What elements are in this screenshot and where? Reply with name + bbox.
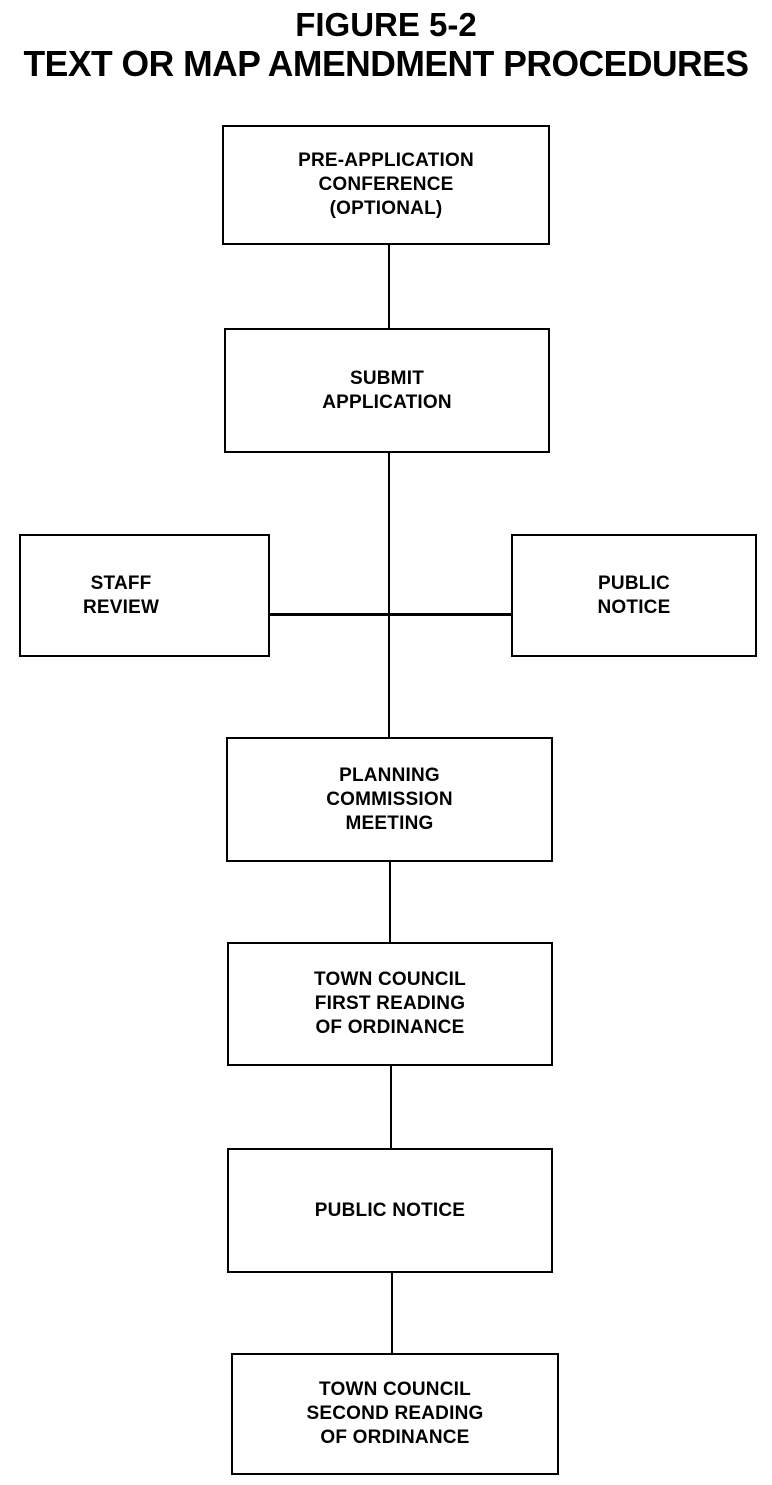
node-submit-application[interactable]: SUBMIT APPLICATION <box>224 328 550 453</box>
node-label: PLANNING COMMISSION MEETING <box>326 764 453 834</box>
node-label: SUBMIT APPLICATION <box>322 367 452 413</box>
node-label: TOWN COUNCIL FIRST READING OF ORDINANCE <box>314 969 466 1038</box>
node-town-council-first-reading[interactable]: TOWN COUNCIL FIRST READING OF ORDINANCE <box>227 942 553 1066</box>
node-label: PUBLIC NOTICE <box>597 572 671 618</box>
node-town-council-second-reading[interactable]: TOWN COUNCIL SECOND READING OF ORDINANCE <box>231 1353 559 1475</box>
connector-town-council-first-reading-to-public-notice <box>390 1064 392 1150</box>
figure-title-line-1: FIGURE 5-2 <box>295 6 477 43</box>
node-public-notice-lower[interactable]: PUBLIC NOTICE <box>227 1148 553 1273</box>
connector-submit-to-planning-commission <box>388 451 390 739</box>
node-label: TOWN COUNCIL SECOND READING OF ORDINANCE <box>306 1379 484 1448</box>
node-label: PRE-APPLICATION CONFERENCE (OPTIONAL) <box>298 150 474 219</box>
node-pre-application-conference[interactable]: PRE-APPLICATION CONFERENCE (OPTIONAL) <box>222 125 550 245</box>
node-public-notice-upper[interactable]: PUBLIC NOTICE <box>511 534 757 657</box>
connector-planning-commission-to-town-council-first-reading <box>389 860 391 944</box>
connector-preapplication-to-submit <box>388 243 390 331</box>
node-staff-review[interactable]: STAFF REVIEW <box>19 534 270 657</box>
connector-staff-review-to-public-notice <box>268 613 513 616</box>
connector-public-notice-to-town-council-second-reading <box>391 1271 393 1355</box>
node-label: STAFF REVIEW <box>83 572 160 618</box>
figure-title: FIGURE 5-2 TEXT OR MAP AMENDMENT PROCEDU… <box>0 6 772 84</box>
figure-title-line-2: TEXT OR MAP AMENDMENT PROCEDURES <box>23 43 749 84</box>
node-planning-commission-meeting[interactable]: PLANNING COMMISSION MEETING <box>226 737 553 862</box>
node-label: PUBLIC NOTICE <box>314 1199 466 1221</box>
